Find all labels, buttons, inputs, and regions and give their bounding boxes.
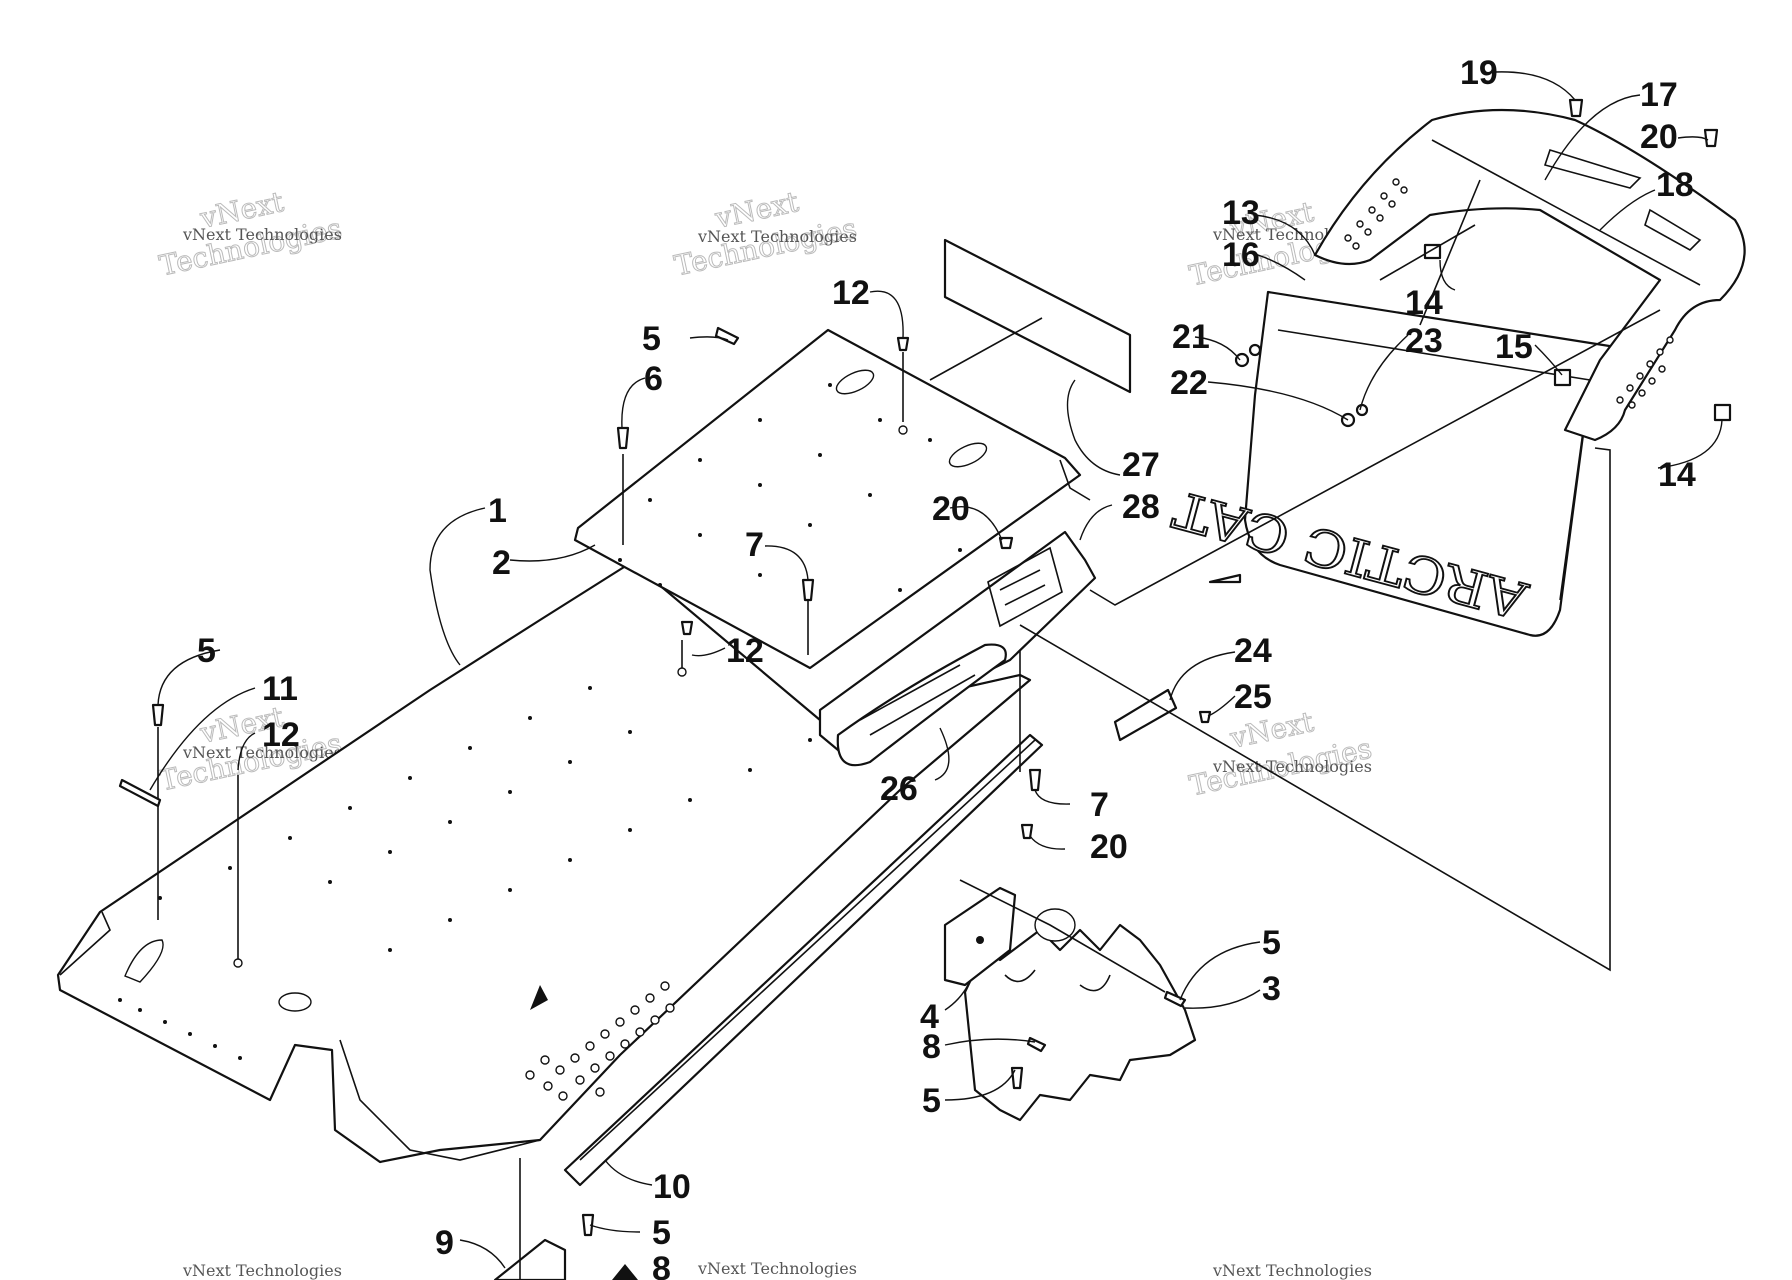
callout-3: 3 bbox=[1262, 970, 1281, 1008]
callout-25: 25 bbox=[1234, 678, 1272, 716]
watermark-text: vNext Technologies bbox=[1212, 757, 1372, 776]
part-27-decal bbox=[943, 238, 1132, 394]
hardware bbox=[118, 98, 1732, 1280]
callout-10: 10 bbox=[653, 1168, 691, 1206]
watermark-text: vNext Technologies bbox=[697, 1259, 857, 1278]
tunnel-rivet-holes bbox=[118, 686, 812, 1060]
part-10-rail bbox=[563, 733, 1044, 1187]
watermark: vNext Technologies bbox=[1186, 704, 1375, 802]
callout-23: 23 bbox=[1405, 322, 1443, 360]
part-2-top-panel bbox=[573, 328, 1091, 670]
callout-14: 14 bbox=[1658, 456, 1696, 494]
callout-5: 5 bbox=[197, 632, 216, 670]
callout-15: 15 bbox=[1495, 328, 1533, 366]
part-26-side-decal bbox=[836, 643, 1007, 767]
callout-1: 1 bbox=[488, 492, 507, 530]
snow-flap: ARCTIC CAT bbox=[1166, 290, 1624, 637]
part-4-plate bbox=[943, 886, 1076, 987]
callout-18: 18 bbox=[1656, 166, 1694, 204]
callout-labels: 1 2 3 4 5 5 5 5 5 6 7 7 8 8 9 10 11 12 1… bbox=[197, 54, 1696, 1280]
callout-21: 21 bbox=[1172, 318, 1210, 356]
callout-12: 12 bbox=[726, 632, 764, 670]
callout-6: 6 bbox=[644, 360, 663, 398]
callout-22: 22 bbox=[1170, 364, 1208, 402]
part-1-tunnel-panel bbox=[56, 560, 1032, 1164]
callout-24: 24 bbox=[1234, 632, 1272, 670]
callout-26: 26 bbox=[880, 770, 918, 808]
callout-14: 14 bbox=[1405, 284, 1443, 322]
callout-5: 5 bbox=[642, 320, 661, 358]
callout-11: 11 bbox=[262, 670, 298, 708]
callout-2: 2 bbox=[492, 544, 511, 582]
watermark-text: vNext Technologies bbox=[182, 225, 342, 244]
callout-5: 5 bbox=[1262, 924, 1281, 962]
callout-5: 5 bbox=[652, 1214, 671, 1252]
callout-8: 8 bbox=[652, 1250, 671, 1280]
callout-20: 20 bbox=[1090, 828, 1128, 866]
callout-7: 7 bbox=[745, 526, 764, 564]
assembly-lines bbox=[929, 179, 1661, 993]
part-9-bracket bbox=[493, 1238, 638, 1280]
callout-20: 20 bbox=[932, 490, 970, 528]
callout-9: 9 bbox=[435, 1224, 454, 1262]
callout-17: 17 bbox=[1640, 76, 1678, 114]
watermark-text: vNext Technologies bbox=[1212, 1261, 1372, 1280]
rear-bumper bbox=[1313, 108, 1746, 442]
bumper-perforations bbox=[1344, 178, 1674, 409]
watermark-text: vNext Technologies bbox=[697, 227, 857, 246]
callout-12: 12 bbox=[832, 274, 870, 312]
callout-4: 4 bbox=[920, 998, 939, 1036]
rail-teeth bbox=[579, 739, 1036, 1161]
callout-5: 5 bbox=[922, 1082, 941, 1120]
callout-19: 19 bbox=[1460, 54, 1498, 92]
callout-leaders bbox=[149, 71, 1723, 1269]
watermark-text: vNext Technologies bbox=[182, 1261, 342, 1280]
callout-13: 13 bbox=[1222, 194, 1260, 232]
callout-28: 28 bbox=[1122, 488, 1160, 526]
tunnel-perforation-pattern bbox=[525, 981, 675, 1101]
callout-27: 27 bbox=[1122, 446, 1160, 484]
callout-12: 12 bbox=[262, 716, 300, 754]
callout-8: 8 bbox=[922, 1028, 941, 1066]
callout-7: 7 bbox=[1090, 786, 1109, 824]
callout-16: 16 bbox=[1222, 236, 1260, 274]
callout-20: 20 bbox=[1640, 118, 1678, 156]
watermark-text: vNext Technologies bbox=[182, 743, 342, 762]
